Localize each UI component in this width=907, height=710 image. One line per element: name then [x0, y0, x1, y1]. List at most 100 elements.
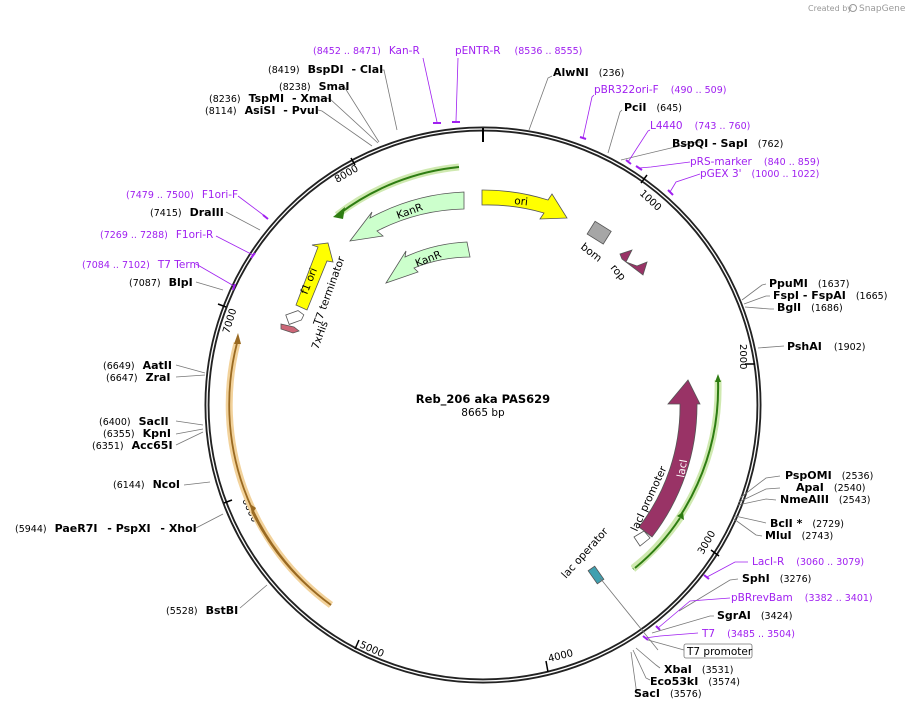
enzyme-site-draiii[interactable]: (7415)DraIII — [150, 206, 224, 219]
leader-ncoi — [183, 481, 211, 486]
enzyme-site-mlui[interactable]: MluI(2743) — [765, 529, 833, 542]
enzyme-site-acc65i[interactable]: (6351)Acc65I — [92, 439, 173, 452]
leader-pgex3 — [669, 173, 701, 193]
tick-mark-6000 — [223, 499, 233, 504]
enzyme-site-tspmi[interactable]: (8236)TspMI - XmaI — [209, 92, 332, 105]
rop-label: rop — [608, 262, 628, 283]
leader-bspqi — [620, 141, 700, 161]
leader-pspomi — [739, 475, 781, 499]
enzyme-site-xbai[interactable]: XbaI(3531) — [664, 663, 733, 676]
primer-l4440[interactable]: L4440(743 .. 760) — [650, 120, 750, 132]
enzyme-site-paer7i[interactable]: (5944)PaeR7I - PspXI - XhoI — [15, 522, 197, 535]
leader-t7-term — [195, 263, 235, 287]
leader-f1ori-f — [237, 195, 267, 218]
enzyme-site-alwni[interactable]: AlwNI(236) — [553, 66, 624, 79]
tick-mark-1000 — [640, 174, 648, 184]
kanr-region-arrowhead — [333, 207, 345, 219]
primer-f1ori-r[interactable]: (7269 .. 7288)F1ori-R — [100, 229, 213, 241]
leader-prs-marker — [638, 161, 691, 169]
his-tag-feature — [280, 323, 300, 334]
leader-ppumi — [741, 283, 767, 301]
enzyme-site-pspomi[interactable]: PspOMI(2536) — [785, 469, 873, 482]
leader-pbr322ori-f — [582, 94, 595, 139]
rop-feature — [619, 249, 648, 276]
primer-pgex3[interactable]: pGEX 3'(1000 .. 1022) — [700, 168, 819, 180]
leader-draiii — [225, 211, 261, 231]
kanr-region-arc — [338, 166, 460, 215]
leader-fspi — [743, 295, 770, 305]
enzyme-site-bspqi[interactable]: BspQI - SapI(762) — [672, 137, 783, 150]
enzyme-site-nmeaiii[interactable]: NmeAIII(2543) — [780, 493, 871, 506]
leader-nmeaiii — [737, 498, 777, 506]
f1-ori-feature — [295, 242, 334, 311]
leader-asisi — [317, 109, 373, 147]
leader-eco53ki — [632, 649, 651, 681]
enzyme-site-aatii[interactable]: (6649)AatII — [103, 359, 172, 372]
snapgene-logo-icon — [849, 4, 857, 12]
enzyme-site-zrai[interactable]: (6647)ZraI — [106, 371, 171, 384]
enzyme-site-bgli[interactable]: BglI(1686) — [777, 301, 843, 314]
primer-kan-r[interactable]: (8452 .. 8471)Kan-R — [313, 45, 420, 57]
tick-mark-4000 — [545, 660, 549, 673]
enzyme-site-bspdi[interactable]: (8419)BspDI - ClaI — [268, 63, 383, 76]
primer-mark-f1ori-r — [250, 252, 256, 259]
leader-aatii — [175, 364, 206, 374]
enzyme-site-pshai[interactable]: PshAI(1902) — [787, 340, 865, 353]
enzyme-site-pcii[interactable]: PciI(645) — [624, 101, 682, 114]
laci-feature — [638, 379, 701, 538]
enzyme-site-eco53ki[interactable]: Eco53kI(3574) — [650, 675, 740, 688]
enzyme-site-asisi[interactable]: (8114)AsiSI - PvuI — [205, 104, 319, 117]
leader-mlui — [733, 518, 763, 537]
primer-laci-r[interactable]: LacI-R(3060 .. 3079) — [752, 556, 864, 568]
leader-sgrai — [651, 615, 714, 634]
ori-label: ori — [514, 195, 529, 208]
leader-bcli — [734, 515, 767, 524]
enzyme-site-smai[interactable]: (8238)SmaI — [279, 80, 350, 93]
enzyme-site-bcli[interactable]: BclI *(2729) — [770, 517, 844, 530]
tick-mark-3000 — [710, 549, 720, 557]
primer-t7-term[interactable]: (7084 .. 7102)T7 Term — [82, 259, 200, 271]
leader-xbai — [635, 647, 661, 669]
leader-zrai — [175, 374, 206, 378]
enzyme-site-blpi[interactable]: (7087)BlpI — [129, 276, 193, 289]
tick-mark-5000 — [354, 639, 360, 650]
enzyme-site-kpni[interactable]: (6355)KpnI — [103, 427, 171, 440]
leader-paer7i — [195, 513, 224, 529]
primer-t7[interactable]: T7(3485 .. 3504) — [701, 628, 795, 640]
leader-sacii — [175, 420, 204, 426]
leader-pshai — [757, 345, 785, 349]
laci-region-arrowhead — [715, 374, 721, 382]
orange-region-arc-glow — [225, 342, 334, 608]
enzyme-site-fspi[interactable]: FspI - FspAI(1665) — [773, 289, 887, 302]
enzyme-site-ncoi[interactable]: (6144)NcoI — [113, 478, 180, 491]
primer-f1ori-f[interactable]: (7479 .. 7500)F1ori-F — [126, 189, 238, 201]
primer-mark-laci-r — [703, 574, 710, 580]
primer-prs-marker[interactable]: pRS-marker(840 .. 859) — [690, 156, 820, 168]
enzyme-site-saci[interactable]: SacI(3576) — [634, 687, 702, 700]
enzyme-labels: AlwNI(236) PciI(645) BspQI - SapI(762) P… — [15, 63, 887, 700]
tick-label-4000: 4000 — [547, 648, 574, 665]
primer-pbrrevbam[interactable]: pBRrevBam(3382 .. 3401) — [731, 592, 873, 604]
enzyme-site-bstbi[interactable]: (5528)BstBI — [166, 604, 238, 617]
enzyme-site-sgrai[interactable]: SgrAI(3424) — [717, 609, 792, 622]
ori-feature — [481, 189, 568, 220]
primer-pentr-r[interactable]: pENTR-R(8536 .. 8555) — [455, 45, 582, 57]
laci-label: lacI — [675, 458, 690, 478]
leader-apai — [738, 487, 781, 503]
t7-promoter-leader — [647, 639, 685, 651]
leader-pentr-r — [455, 57, 459, 122]
t7-promoter-label: T7 promoter — [686, 646, 753, 658]
enzyme-site-apai[interactable]: ApaI(2540) — [796, 481, 866, 494]
primer-pbr322ori-f[interactable]: pBR322ori-F(490 .. 509) — [594, 84, 726, 96]
lac-operator-feature — [587, 565, 605, 585]
leader-lines — [175, 57, 785, 690]
kanr-feature-1 — [349, 191, 465, 242]
enzyme-site-sphi[interactable]: SphI(3276) — [742, 572, 811, 585]
leader-bgli — [744, 306, 774, 310]
enzyme-site-sacii[interactable]: (6400)SacII — [99, 415, 169, 428]
leader-bspdi — [382, 69, 398, 131]
leader-tspmi — [325, 97, 379, 144]
primer-mark-t7-term — [232, 283, 236, 291]
enzyme-site-ppumi[interactable]: PpuMI(1637) — [769, 277, 849, 290]
